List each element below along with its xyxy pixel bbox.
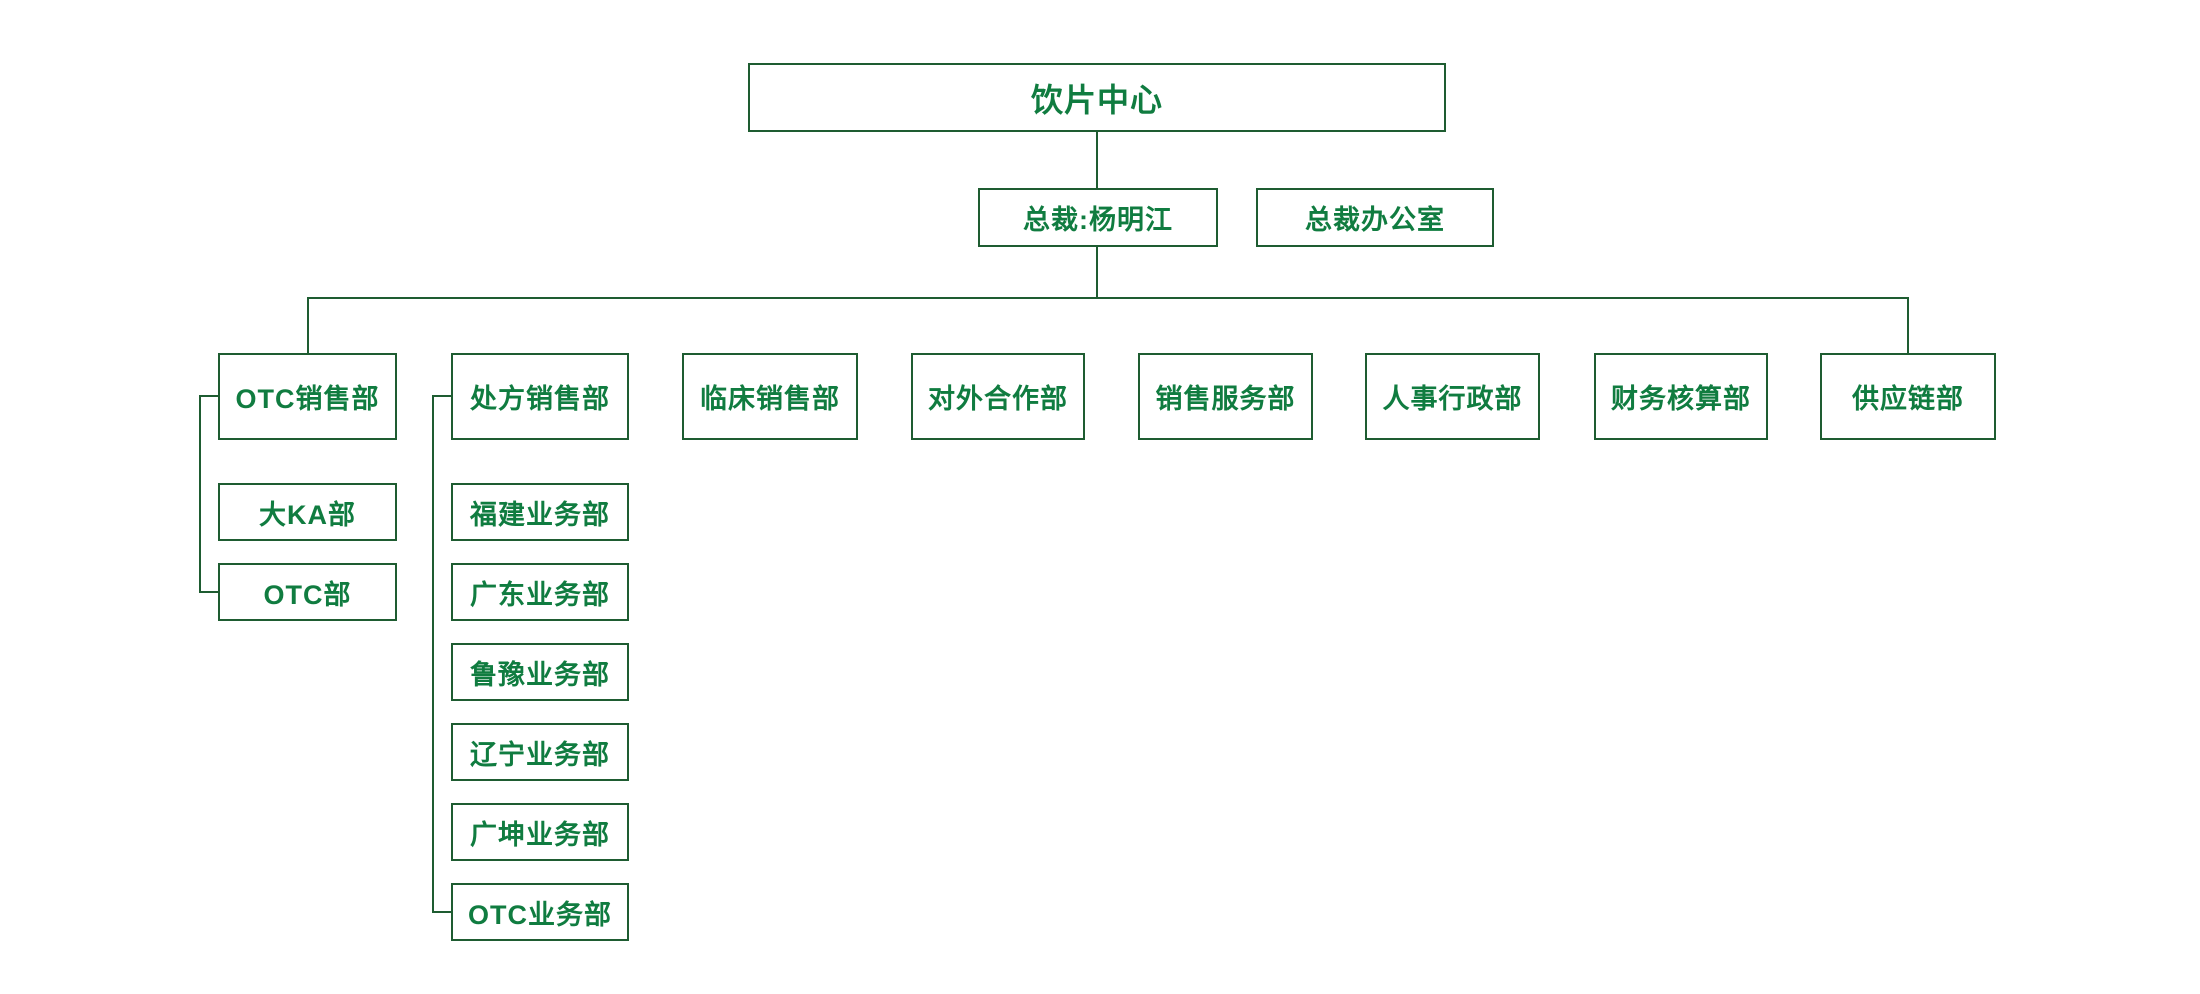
node-president-office: 总裁办公室 (1256, 188, 1494, 247)
node-president: 总裁:杨明江 (978, 188, 1218, 247)
node-guangdong-business-dept: 广东业务部 (451, 563, 629, 621)
node-dept-supply-chain: 供应链部 (1820, 353, 1996, 440)
node-root-decoction-center: 饮片中心 (748, 63, 1446, 132)
node-dept-clinical-sales: 临床销售部 (682, 353, 858, 440)
connector-rx-sales-bracket-bottom-stub (432, 911, 451, 913)
node-dept-otc-sales: OTC销售部 (218, 353, 397, 440)
node-big-ka-dept: 大KA部 (218, 483, 397, 541)
node-otc-business-dept: OTC业务部 (451, 883, 629, 941)
node-liaoning-business-dept: 辽宁业务部 (451, 723, 629, 781)
connector-department-rail (307, 297, 1909, 299)
connector-president-to-rail (1096, 247, 1098, 299)
node-otc-dept: OTC部 (218, 563, 397, 621)
connector-root-to-president (1096, 132, 1098, 188)
connector-rx-sales-bracket-rail (432, 395, 434, 913)
node-dept-rx-sales: 处方销售部 (451, 353, 629, 440)
connector-otc-sales-bracket-rail (199, 395, 201, 593)
connector-otc-sales-bracket-top-stub (199, 395, 218, 397)
node-luyu-business-dept: 鲁豫业务部 (451, 643, 629, 701)
connector-otc-sales-bracket-bottom-stub (199, 591, 218, 593)
node-dept-hr-admin: 人事行政部 (1365, 353, 1540, 440)
node-dept-sales-service: 销售服务部 (1138, 353, 1313, 440)
node-fujian-business-dept: 福建业务部 (451, 483, 629, 541)
node-dept-finance-accounting: 财务核算部 (1594, 353, 1768, 440)
connector-rail-to-supply-chain (1907, 297, 1909, 353)
connector-rx-sales-bracket-top-stub (432, 395, 451, 397)
connector-rail-to-otc-sales (307, 297, 309, 353)
node-guangkun-business-dept: 广坤业务部 (451, 803, 629, 861)
node-dept-external-cooperation: 对外合作部 (911, 353, 1085, 440)
